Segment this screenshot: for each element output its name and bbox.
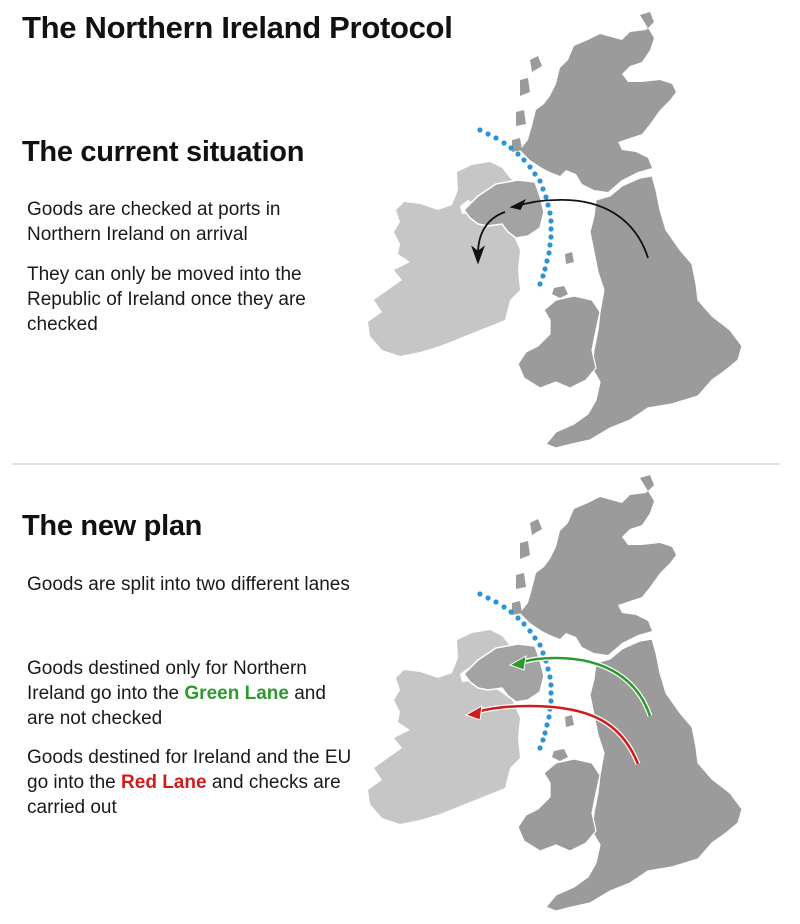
current-situation-map [368,12,743,449]
great-britain-map-icon [512,12,743,449]
new-plan-map [368,475,743,912]
irish-sea-border-dots-icon [477,591,554,751]
current-situation-text-2: They can only be moved into the Republic… [27,264,306,335]
new-plan-text-2: Goods destined only for Northern Ireland… [27,656,357,731]
section-divider [12,463,780,465]
new-plan-heading: The new plan [22,510,203,542]
irish-sea-border-dots-icon [477,127,554,287]
green-lane-arrow-icon [508,655,653,717]
red-lane-arrow-icon [464,703,641,765]
black-arrow-gb-to-ni-icon [509,198,649,259]
new-plan-text-2-post: and are not checked [27,683,326,729]
new-plan-section: The new plan Goods are split into two di… [0,466,800,924]
red-lane-label: Red Lane [121,772,207,793]
black-arrow-ni-to-roi-icon [471,211,506,265]
page-title: The Northern Ireland Protocol [22,10,453,45]
current-situation-text-1: Goods are checked at ports in Northern I… [27,199,281,245]
new-plan-text-3-pre: Goods destined for Ireland and the EU go… [27,747,352,793]
new-plan-text-3: Goods destined for Ireland and the EU go… [27,745,357,820]
new-plan-text-1: Goods are split into two different lanes [27,574,350,595]
great-britain-map-icon [512,475,743,912]
current-situation-section: The current situation Goods are checked … [22,12,743,449]
ireland-map-icon [368,630,545,824]
new-plan-text-2-pre: Goods destined only for Northern Ireland… [27,658,307,704]
new-plan-text-3-post: and checks are carried out [27,772,341,818]
ireland-map-icon [368,162,545,356]
current-situation-heading: The current situation [22,136,305,168]
green-lane-label: Green Lane [184,683,289,704]
